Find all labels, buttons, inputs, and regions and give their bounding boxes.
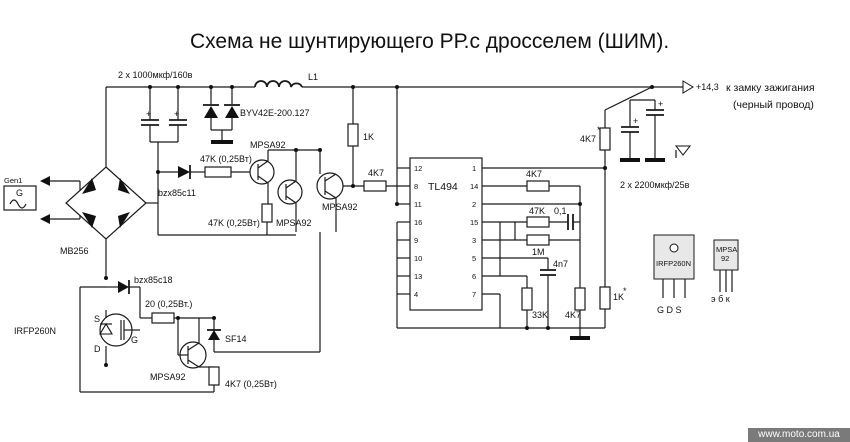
label-caps-in: 2 x 1000мкф/160в — [118, 70, 193, 80]
inductor-l1: L1 — [254, 72, 318, 88]
svg-text:8: 8 — [414, 182, 418, 191]
label-r-1k-trim: 1K — [613, 292, 624, 302]
label-r-4k7-bot: 4K7 — [565, 310, 581, 320]
svg-text:э б к: э б к — [711, 294, 730, 304]
svg-text:14: 14 — [470, 182, 478, 191]
svg-text:11: 11 — [414, 200, 422, 209]
label-r-4k7-trim: 4K7 — [580, 134, 596, 144]
resistor-1k: 1K 4K7 — [319, 85, 410, 352]
caps-in: + + — [141, 85, 187, 235]
zener-bzx85c18: bzx85c18 — [79, 262, 214, 393]
svg-text:D: D — [94, 344, 101, 354]
zener-bzx85c11: bzx85c11 47K (0,25Вт) — [156, 154, 252, 198]
svg-text:2: 2 — [472, 200, 476, 209]
label-sf14: SF14 — [225, 334, 247, 344]
label-r-1m: 1M — [532, 247, 545, 257]
svg-text:92: 92 — [721, 254, 729, 263]
svg-text:5: 5 — [472, 254, 476, 263]
package-irfp260n: IRFP260N G D S — [653, 234, 695, 315]
caps-out: 4K7 * + + 2 x 2200мкф/25в — [580, 85, 692, 190]
label-r-47k-fb: 47K — [529, 206, 545, 216]
generator-gen1: Gen1 G — [3, 176, 80, 224]
label-out-wire: (черный провод) — [733, 99, 814, 111]
feedback-network: 4K7 47K 0,1 1M 4n7 33K 4K7 1K * — [499, 166, 627, 340]
label-r-4k7-025: 4K7 (0,25Вт) — [225, 379, 277, 389]
mosfet-irfp260n: S G D IRFP260N — [14, 310, 140, 367]
label-c-01: 0,1 — [554, 206, 567, 216]
svg-text:+: + — [174, 109, 179, 119]
svg-text:10: 10 — [414, 254, 422, 263]
label-mpsa92-d: MPSA92 — [150, 372, 186, 382]
label-r-4k7-in: 4K7 — [368, 168, 384, 178]
label-r-1k: 1K — [363, 132, 374, 142]
label-r-4k7-14: 4K7 — [526, 169, 542, 179]
label-r-47k-a: 47K (0,25Вт) — [200, 154, 252, 164]
label-byv42e: BYV42E-200.127 — [240, 108, 310, 118]
svg-text:G: G — [131, 335, 138, 345]
label-out-voltage: +14,3 — [696, 82, 719, 92]
svg-text:7: 7 — [472, 290, 476, 299]
label-r-33k: 33K — [532, 310, 548, 320]
svg-text:*: * — [597, 125, 601, 135]
label-mpsa92-b: MPSA92 — [276, 218, 312, 228]
svg-text:IRFP260N: IRFP260N — [656, 259, 691, 268]
label-out-dest: к замку зажигания — [726, 82, 815, 94]
svg-text:6: 6 — [472, 272, 476, 281]
svg-text:12: 12 — [414, 164, 422, 173]
svg-text:15: 15 — [470, 218, 478, 227]
label-bridge: MB256 — [60, 246, 89, 256]
svg-text:+: + — [658, 99, 663, 109]
label-mosfet: IRFP260N — [14, 326, 56, 336]
gate-drive: 20 (0,25Вт.) SF14 MPSA92 4K7 (0,25Вт) — [140, 299, 320, 392]
label-ic: TL494 — [428, 181, 458, 193]
bridge-mb256: MB256 — [60, 166, 158, 262]
label-gen: Gen1 — [4, 176, 22, 185]
svg-text:1: 1 — [472, 164, 476, 173]
label-mpsa92-a: MPSA92 — [250, 140, 286, 150]
svg-text:13: 13 — [414, 272, 422, 281]
label-c-4n7: 4n7 — [553, 259, 568, 269]
svg-text:MPSA: MPSA — [716, 245, 737, 254]
label-r-47k-b: 47K (0,25Вт) — [208, 218, 260, 228]
svg-text:+: + — [633, 116, 638, 126]
watermark: www.moto.com.ua — [748, 428, 850, 442]
package-mpsa92: MPSA 92 э б к — [711, 239, 739, 304]
label-zener2: bzx85c18 — [134, 275, 173, 285]
output-terminal: +14,3 к замку зажигания (черный провод) — [682, 80, 815, 111]
transistors-mpsa92: MPSA92 MPSA92 MPSA92 — [249, 140, 358, 232]
label-mpsa92-c: MPSA92 — [322, 202, 358, 212]
svg-text:+: + — [146, 109, 151, 119]
diagram-title: Схема не шунтирующего РР.с дросселем (ШИ… — [190, 30, 669, 53]
label-l1: L1 — [308, 72, 318, 82]
svg-text:S: S — [94, 314, 100, 324]
diode-byv42e: BYV42E-200.127 — [203, 85, 310, 144]
svg-text:G D S: G D S — [657, 305, 682, 315]
svg-text:*: * — [623, 286, 627, 296]
resistor-47k-b: 47K (0,25Вт) — [158, 203, 296, 236]
svg-text:G: G — [16, 188, 23, 198]
svg-text:3: 3 — [472, 236, 476, 245]
svg-text:9: 9 — [414, 236, 418, 245]
svg-text:4: 4 — [414, 290, 418, 299]
label-caps-out: 2 x 2200мкф/25в — [620, 180, 690, 190]
svg-text:16: 16 — [414, 218, 422, 227]
label-zener1: bzx85c11 — [158, 188, 196, 198]
label-r-20: 20 (0,25Вт.) — [145, 299, 192, 309]
ic-tl494: TL494 12 8 11 16 9 10 13 4 1 14 2 15 3 5 — [395, 85, 605, 329]
